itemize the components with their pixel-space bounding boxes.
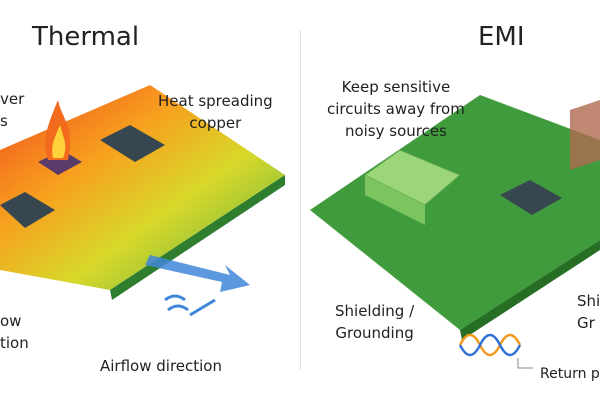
power-label-line1: ver: [0, 90, 25, 108]
cpu-chip: [100, 125, 165, 162]
return-path-label: Return p: [540, 366, 600, 382]
keep-line3: noisy sources: [344, 122, 447, 140]
sensitive-circuit-block: [364, 149, 461, 225]
shield-can: [570, 100, 600, 170]
power-label-line2: s: [0, 112, 8, 130]
airflow-left-line1: ow: [0, 312, 22, 330]
emi-title: EMI: [478, 22, 525, 52]
power-label: ver s: [0, 88, 24, 132]
flame-icon: [45, 100, 71, 160]
shielding-label: Shielding / Grounding: [335, 300, 414, 344]
shield-line2: Grounding: [335, 324, 414, 342]
divider: [300, 30, 301, 370]
emi-pcb-board: [310, 95, 600, 340]
thermal-pcb-board: [0, 85, 285, 300]
keep-line2: circuits away from: [327, 100, 465, 118]
shield-right-line1: Shi: [577, 292, 600, 310]
airflow-left-label: ow tion: [0, 310, 29, 354]
airflow-arrow-icon: [145, 255, 250, 292]
return-path-wave: [458, 333, 522, 357]
shield-right-line2: Gr: [577, 314, 595, 332]
heat-spreading-label: Heat spreading copper: [158, 90, 273, 134]
airflow-left-line2: tion: [0, 334, 29, 352]
airflow-label: Airflow direction: [100, 357, 222, 375]
emi-chip: [500, 180, 562, 215]
return-arrow: [517, 358, 533, 369]
heat-label-line1: Heat spreading: [158, 92, 273, 110]
thermal-title: Thermal: [32, 22, 140, 52]
keep-line1: Keep sensitive: [341, 78, 451, 96]
wind-icon: [164, 294, 216, 317]
shield-line1: Shielding /: [335, 302, 415, 320]
cpu-chip-2: [0, 192, 55, 228]
keep-sensitive-label: Keep sensitive circuits away from noisy so…: [327, 76, 465, 142]
heat-label-line2: copper: [189, 114, 242, 132]
hot-chip: [38, 150, 82, 175]
